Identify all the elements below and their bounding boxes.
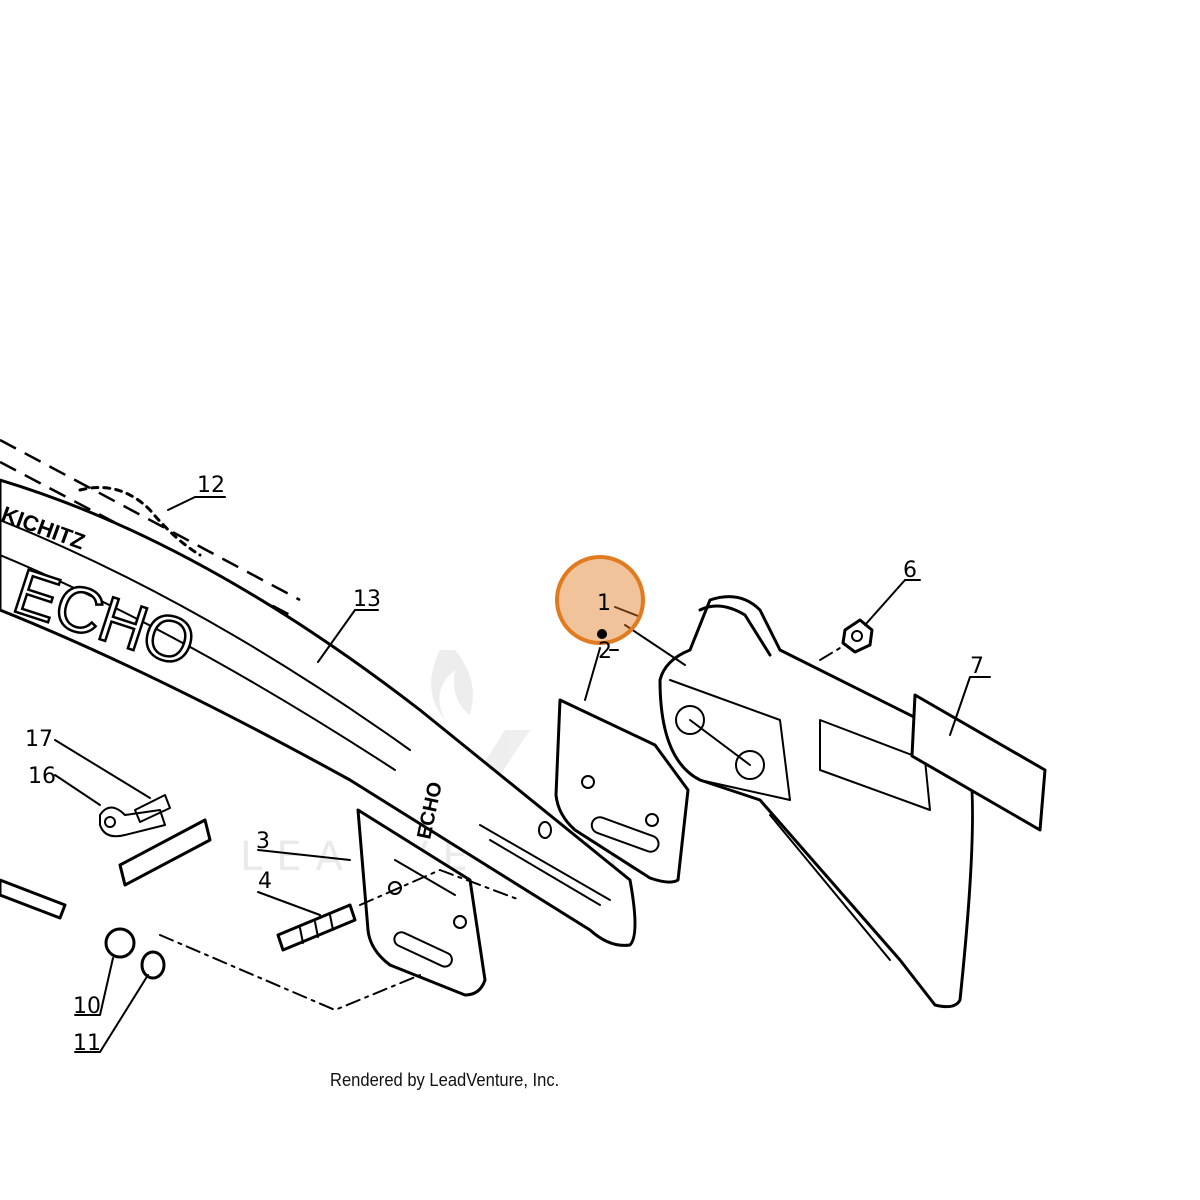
callout-13[interactable]: 13	[353, 587, 381, 612]
outer-plate	[554, 698, 690, 884]
assembly-lines	[159, 644, 846, 1011]
callout-3[interactable]: 3	[256, 829, 270, 854]
stud	[276, 903, 357, 952]
callout-12[interactable]: 12	[197, 473, 225, 498]
label-plate	[910, 693, 1047, 832]
nut-part	[841, 618, 874, 654]
bar-nuts	[104, 927, 166, 980]
callout-7[interactable]: 7	[970, 654, 984, 679]
chain	[0, 438, 301, 617]
render-credit: Rendered by LeadVenture, Inc.	[330, 1070, 560, 1090]
side-cover	[658, 595, 974, 1009]
callout-17[interactable]: 17	[25, 727, 53, 752]
callout-11[interactable]: 11	[73, 1031, 101, 1056]
leader-lines	[54, 496, 991, 1053]
callout-labels: 1 2 3 4 6 7 10 11 12 13 16 17	[25, 473, 984, 1056]
tensioner	[99, 794, 212, 887]
adjust-rod	[0, 878, 67, 920]
callout-16[interactable]: 16	[28, 764, 56, 789]
callout-4[interactable]: 4	[258, 869, 272, 894]
highlight-marker[interactable]	[555, 555, 645, 645]
callout-2[interactable]: 2	[598, 639, 612, 664]
callout-1[interactable]: 1	[597, 591, 611, 616]
callout-6[interactable]: 6	[903, 558, 917, 583]
callout-10[interactable]: 10	[73, 994, 101, 1019]
guide-bar: ECHO KICHITZ ECHO	[0, 478, 637, 947]
